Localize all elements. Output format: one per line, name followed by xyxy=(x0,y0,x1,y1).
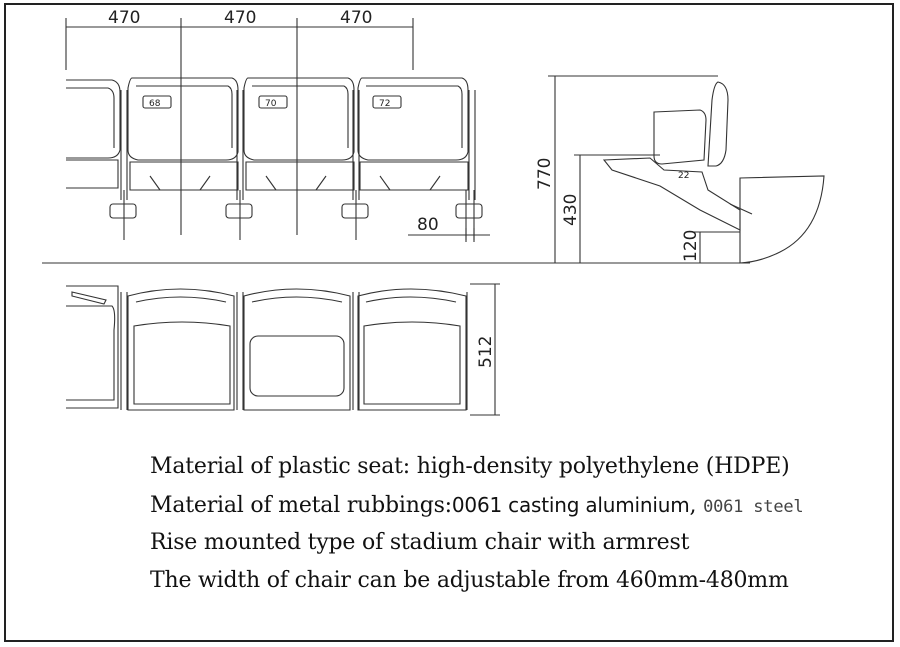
seat-back xyxy=(243,77,355,191)
total-height-dimension: 770 xyxy=(535,158,555,190)
depth-dimension: 512 xyxy=(476,336,496,368)
drawing-frame xyxy=(4,3,894,642)
note-mount-type: Rise mounted type of stadium chair with … xyxy=(150,530,690,555)
side-view xyxy=(548,75,825,264)
foot-spacing-dimension: 80 xyxy=(417,215,439,235)
seat-number: 72 xyxy=(379,99,390,109)
note-steel: 0061 steel xyxy=(703,497,804,517)
seat-number: 68 xyxy=(149,99,161,109)
seat-number: 70 xyxy=(265,99,277,109)
top-view xyxy=(66,283,500,416)
note-material-metal: Material of metal rubbings:0061 casting … xyxy=(150,486,850,524)
seat-back-partial xyxy=(66,79,121,189)
specification-notes: Material of plastic seat: high-density p… xyxy=(150,448,850,600)
seat-height-dimension: 430 xyxy=(561,194,581,226)
width-dimension: 470 xyxy=(108,8,140,28)
note-material-seat: Material of plastic seat: high-density p… xyxy=(150,454,790,479)
riser-height-dimension: 120 xyxy=(681,230,701,262)
note-width-range: The width of chair can be adjustable fro… xyxy=(150,568,789,593)
note-material-metal-label: Material of metal rubbings: xyxy=(150,493,452,518)
armrest-posts xyxy=(120,90,476,200)
seat-back xyxy=(357,77,469,191)
width-dimension: 470 xyxy=(340,8,372,28)
front-view xyxy=(65,18,490,242)
seat-number: 22 xyxy=(678,171,689,181)
note-separator: , xyxy=(689,493,704,518)
width-dimension: 470 xyxy=(224,8,256,28)
seat-back xyxy=(127,77,239,191)
note-casting-aluminium: 0061 casting aluminium xyxy=(451,493,690,517)
